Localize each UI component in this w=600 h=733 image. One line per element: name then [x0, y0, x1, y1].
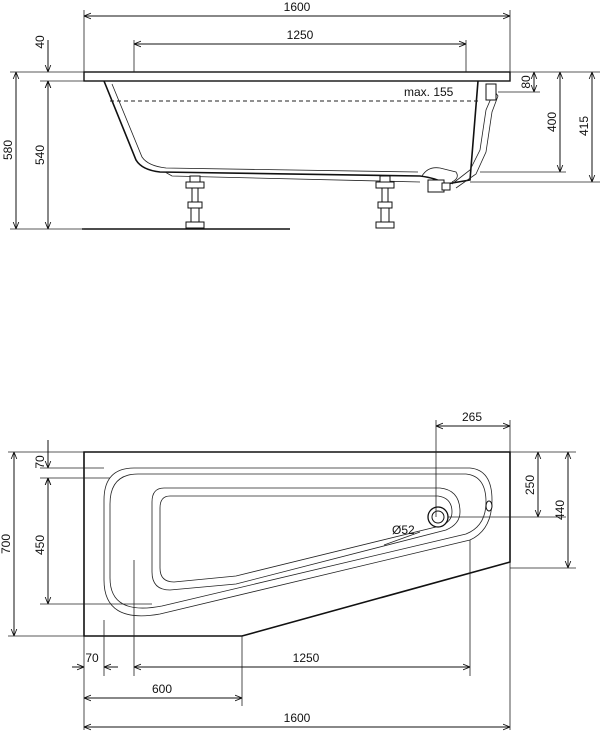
left-leg [185, 175, 205, 229]
basin-plan [151, 487, 461, 591]
dim-265: 265 [462, 410, 482, 424]
dim-1250-bottom: 1250 [293, 651, 320, 665]
dim-540: 540 [33, 145, 47, 165]
dim-40: 40 [33, 35, 47, 49]
max-water-label: max. 155 [404, 85, 454, 99]
dim-440: 440 [553, 500, 567, 520]
dim-70-bottom: 70 [85, 651, 99, 665]
plan-view: Ø52 265 700 70 450 250 440 70 1250 [0, 410, 576, 730]
dim-450: 450 [33, 535, 47, 555]
side-view: max. 155 160 [1, 0, 600, 230]
dim-700: 700 [0, 534, 13, 554]
dim-1600-top: 1600 [284, 0, 311, 14]
dim-415: 415 [577, 116, 591, 136]
overflow-icon [485, 500, 493, 512]
inner-rim-plan [103, 467, 493, 617]
dim-1600-bottom: 1600 [284, 711, 311, 725]
dim-1250-top: 1250 [287, 28, 314, 42]
right-leg [375, 175, 395, 229]
drain-diameter-label: Ø52 [392, 523, 415, 537]
dim-250: 250 [523, 475, 537, 495]
tub-rim [83, 71, 511, 82]
dim-70-vertical: 70 [33, 455, 47, 469]
dim-600: 600 [152, 682, 172, 696]
tub-outline-plan [83, 451, 511, 637]
waste-overflow-assembly [421, 83, 499, 193]
dim-400: 400 [545, 112, 559, 132]
dim-80: 80 [519, 75, 533, 89]
dim-580: 580 [1, 140, 15, 160]
